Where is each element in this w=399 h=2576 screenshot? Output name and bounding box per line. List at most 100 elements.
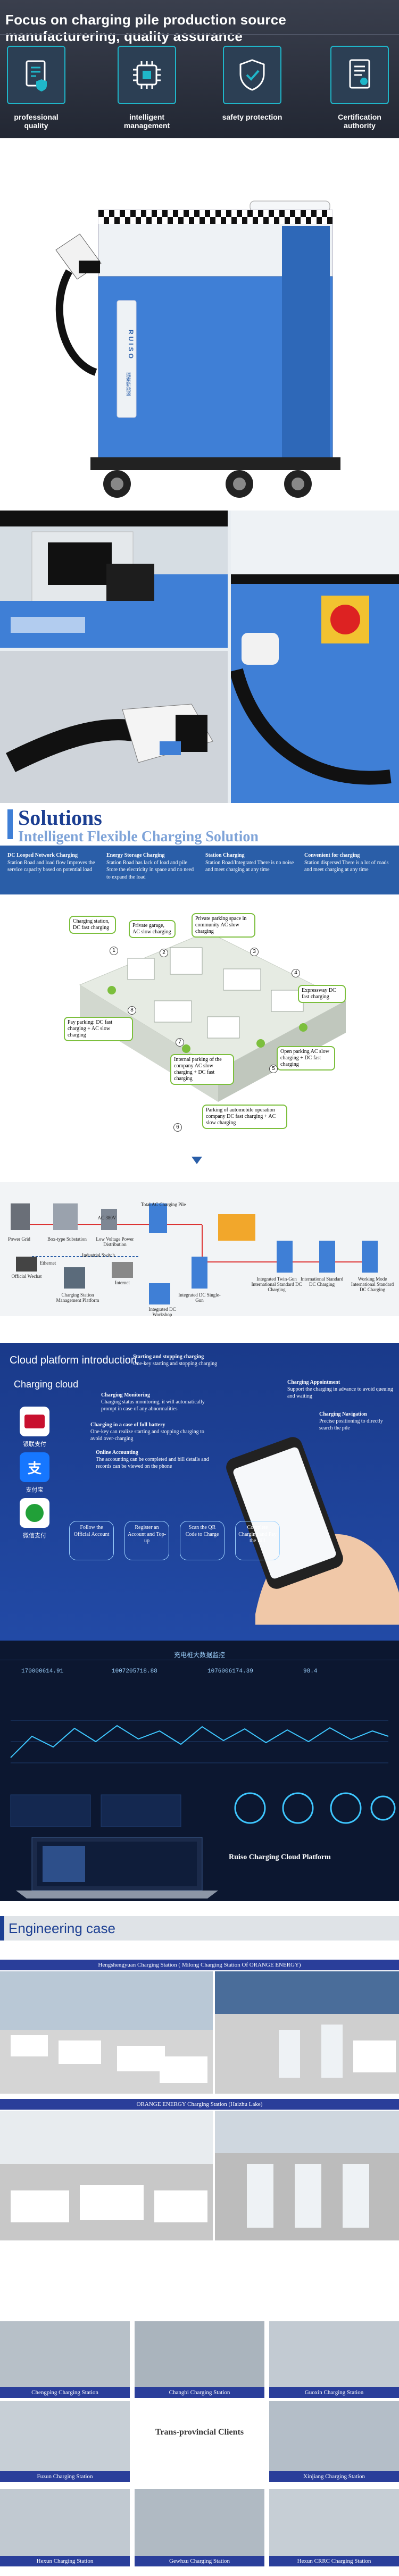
topology-label: Internet: [115, 1280, 130, 1285]
callout-text: Private parking space in community AC sl…: [195, 916, 247, 934]
feature-title: Charging in a case of full battery: [90, 1422, 165, 1428]
topology-label: Total AC Charging Pile: [140, 1202, 186, 1207]
cloud-feature-1: Starting and stopping charging One-key s…: [133, 1353, 271, 1367]
wechat-pay-option[interactable]: 微信支付: [16, 1498, 53, 1540]
station-photo: [0, 2321, 130, 2387]
station-caption: Gewhzu Charging Station: [135, 2556, 264, 2566]
cloud-platform-section: Cloud platform introduction Charging clo…: [0, 1343, 399, 1641]
marker-5: 5: [269, 1065, 278, 1073]
solution-strip: DC Looped Network Charging Station Road …: [0, 846, 399, 894]
kpi-4: 98.4: [303, 1668, 318, 1675]
station-photo: [0, 1971, 213, 2094]
topology-label: Power Grid: [8, 1236, 30, 1242]
topology-diagram: Power Grid Box-type Substation AC 380V L…: [0, 1157, 399, 1343]
strip-item: DC Looped Network Charging Station Road …: [4, 850, 100, 889]
callout-7: Internal parking of the company AC slow …: [170, 1054, 234, 1085]
kpi-3: 1076006174.39: [207, 1668, 253, 1675]
kpi-1: 170000614.91: [21, 1668, 64, 1675]
payment-label: 支付宝: [26, 1487, 44, 1493]
wechat-pay-icon: [20, 1498, 49, 1528]
topology-lines: [11, 1203, 378, 1304]
station-banner: Hengshengyuan Charging Station ( Milong …: [0, 1960, 399, 1970]
engineering-case-section: Engineering case Hengshengyuan Charging …: [0, 1901, 399, 2576]
emergency-stop-photo: [231, 511, 399, 803]
strip-item: Energy Storage Charging Station Road has…: [103, 850, 199, 889]
strip-item: Station Charging Station Road/Integrated…: [202, 850, 298, 889]
feature-certification-authority: Certification authority: [322, 46, 397, 130]
station-caption: Chengping Charging Station: [0, 2387, 130, 2398]
feature-title: Charging Monitoring: [101, 1392, 150, 1398]
station-banner: ORANGE ENERGY Charging Station (Haizhu L…: [0, 2099, 399, 2110]
topology-label: Official Wechat: [11, 1274, 42, 1279]
topology-label: Industrial Switch: [82, 1252, 115, 1258]
feature-title: Charging Appointment: [287, 1379, 340, 1385]
station-caption: Xinjiang Charging Station: [269, 2471, 399, 2482]
station-photo: [269, 2489, 399, 2556]
dashboard-header: 充电桩大数据监控: [173, 1651, 225, 1659]
callout-text: Expressway DC fast charging: [302, 988, 336, 1000]
strip-item: Convenient for charging Station disperse…: [301, 850, 397, 889]
marker-2: 2: [160, 949, 168, 957]
topology-label: Ethernet: [39, 1260, 56, 1266]
strip-text: Station Road and load flow Improves the …: [7, 859, 95, 873]
station-photo: [0, 2111, 213, 2240]
quality-banner: Focus on charging pile production source…: [0, 0, 399, 138]
step-follow-account: Follow the Official Account: [69, 1521, 114, 1560]
station-photo: [0, 2401, 130, 2471]
callout-text: Private garage, AC slow charging: [132, 923, 171, 935]
plug-detail-photo: [0, 651, 228, 803]
callout-1: Charging station, DC fast charging: [69, 916, 116, 934]
feature-text: One-key can realize starting and stoppin…: [90, 1429, 204, 1442]
brand-logo: RUISO: [127, 330, 135, 361]
feature-safety-protection: safety protection: [220, 46, 284, 121]
callout-5: Open parking AC slow charging + DC fast …: [277, 1046, 335, 1070]
step-register-account: Register an Account and Top-up: [124, 1521, 169, 1560]
callout-text: Parking of automobile operation company …: [206, 1107, 276, 1126]
strip-title: DC Looped Network Charging: [7, 852, 78, 858]
feature-label: Certification authority: [338, 113, 381, 130]
accent-bar: [7, 809, 13, 839]
station-caption: Guoxin Charging Station: [269, 2387, 399, 2398]
station-photo: [269, 2401, 399, 2471]
alipay-option[interactable]: 支 支付宝: [16, 1452, 53, 1494]
feature-title: Online Accounting: [96, 1450, 138, 1456]
cloud-feature-4: Charging Navigation Precise positioning …: [319, 1411, 394, 1432]
topology-label: Low Voltage Power Distribution: [96, 1236, 134, 1247]
callout-6: Parking of automobile operation company …: [202, 1105, 287, 1129]
feature-label: intelligent management: [123, 113, 170, 130]
detail-photos: [0, 511, 399, 803]
feature-professional-quality: professional quality: [4, 46, 68, 130]
topology-label: Charging Station Management Platform: [56, 1292, 99, 1303]
dashboard-graphics: [10, 1720, 396, 1898]
strip-text: Station dispersed There is a lot of road…: [304, 859, 389, 873]
callout-text: Internal parking of the company AC slow …: [174, 1057, 222, 1082]
phone-in-hand-illustration: [226, 1437, 399, 1625]
certificate-icon: [330, 46, 389, 104]
marker-8: 8: [128, 1006, 136, 1015]
feature-label: safety protection: [222, 113, 282, 121]
topology-label: Integrated Twin-Gun International Standa…: [251, 1276, 302, 1292]
strip-title: Energy Storage Charging: [106, 852, 165, 858]
strip-title: Station Charging: [205, 852, 245, 858]
feature-intelligent-management: intelligent management: [115, 46, 179, 130]
cloud-feature-6: Online Accounting The accounting can be …: [96, 1449, 213, 1470]
accent-bar: [0, 1916, 4, 1941]
feature-title: Starting and stopping charging: [133, 1354, 204, 1360]
engineering-title: Engineering case: [9, 1920, 115, 1936]
callout-8: Pay parking: DC fast charging + AC slow …: [64, 1017, 133, 1041]
unionpay-option[interactable]: 银联支付: [16, 1407, 53, 1448]
payment-label: 银联支付: [23, 1441, 46, 1448]
feature-text: The accounting can be completed and bill…: [96, 1457, 209, 1469]
marker-7: 7: [176, 1038, 184, 1047]
trans-provincial-label: Trans-provincial Clients: [155, 2428, 244, 2437]
station-photo: [269, 2321, 399, 2387]
solutions-title: Solutions: [18, 806, 102, 830]
strip-text: Station Road has lack of load and pile S…: [106, 859, 194, 880]
station-caption: Changbi Charging Station: [135, 2387, 264, 2398]
station-photo: [135, 2321, 264, 2387]
topology-label: International Standard DC Charging: [300, 1276, 344, 1287]
callout-text: Pay parking: DC fast charging + AC slow …: [68, 1019, 113, 1038]
dashboard-section: 充电桩大数据监控 170000614.91 1007205718.88 1076…: [0, 1641, 399, 1901]
callout-4: Expressway DC fast charging: [298, 985, 346, 1003]
payment-label: 微信支付: [23, 1533, 46, 1539]
